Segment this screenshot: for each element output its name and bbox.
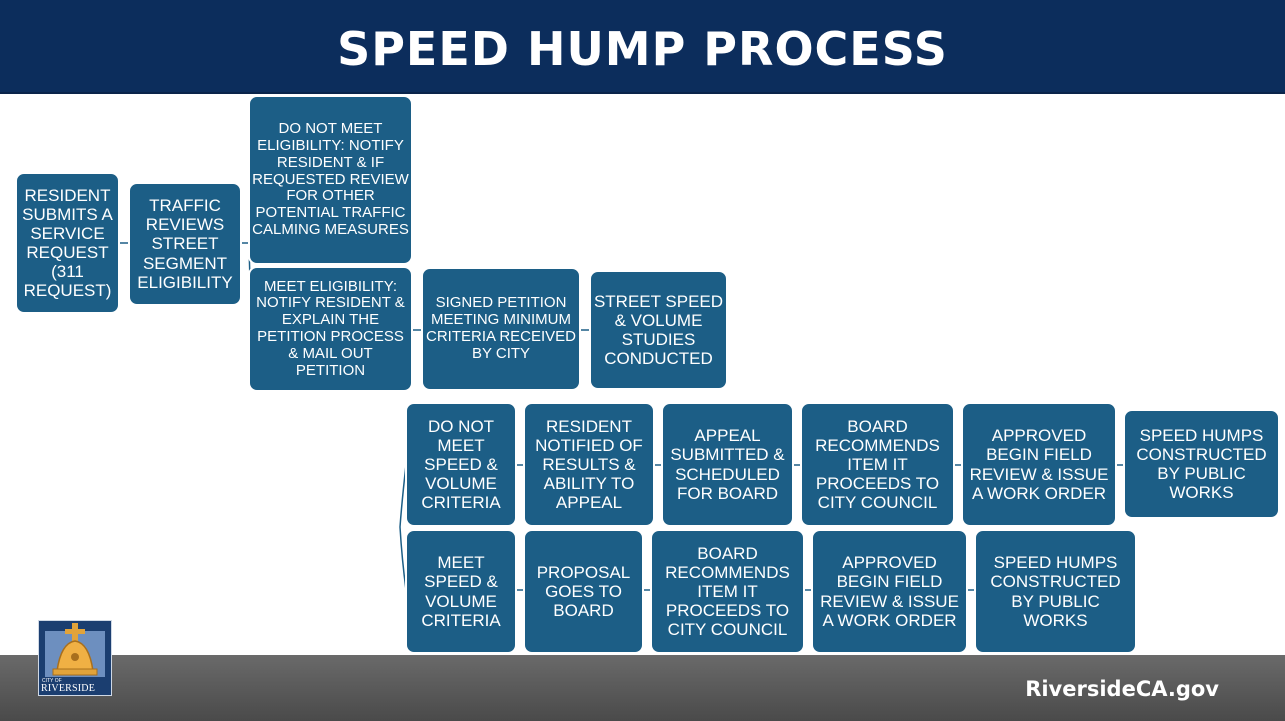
node-board-recommends-b: BOARD RECOMMENDS ITEM IT PROCEEDS TO CIT… xyxy=(650,529,805,654)
node-appeal-submitted: APPEAL SUBMITTED & SCHEDULED FOR BOARD xyxy=(661,402,794,527)
city-logo: CITY OF RIVERSIDE xyxy=(38,620,112,696)
bell-icon xyxy=(45,623,105,677)
logo-name-text: RIVERSIDE xyxy=(41,683,96,694)
footer-bar: RiversideCA.gov xyxy=(0,655,1285,721)
logo-city-text: CITY OF xyxy=(42,678,62,684)
node-proposal-board: PROPOSAL GOES TO BOARD xyxy=(523,529,644,654)
node-resident-notified: RESIDENT NOTIFIED OF RESULTS & ABILITY T… xyxy=(523,402,655,527)
node-approved-b: APPROVED BEGIN FIELD REVIEW & ISSUE A WO… xyxy=(811,529,968,654)
node-constructed-b: SPEED HUMPS CONSTRUCTED BY PUBLIC WORKS xyxy=(974,529,1137,654)
node-traffic-reviews: TRAFFIC REVIEWS STREET SEGMENT ELIGIBILI… xyxy=(128,182,242,306)
footer-url: RiversideCA.gov xyxy=(1025,677,1219,701)
page-title: SPEED HUMP PROCESS xyxy=(337,22,948,76)
header-bar: SPEED HUMP PROCESS xyxy=(0,0,1285,94)
node-meet-criteria: MEET SPEED & VOLUME CRITERIA xyxy=(405,529,517,654)
node-speed-studies: STREET SPEED & VOLUME STUDIES CONDUCTED xyxy=(589,270,728,390)
node-resident-submits: RESIDENT SUBMITS A SERVICE REQUEST (311 … xyxy=(15,172,120,314)
node-approved-a: APPROVED BEGIN FIELD REVIEW & ISSUE A WO… xyxy=(961,402,1117,527)
node-not-eligible: DO NOT MEET ELIGIBILITY: NOTIFY RESIDENT… xyxy=(248,95,413,265)
node-signed-petition: SIGNED PETITION MEETING MINIMUM CRITERIA… xyxy=(421,267,581,391)
node-board-recommends-a: BOARD RECOMMENDS ITEM IT PROCEEDS TO CIT… xyxy=(800,402,955,527)
node-eligible: MEET ELIGIBILITY: NOTIFY RESIDENT & EXPL… xyxy=(248,266,413,392)
node-constructed-a: SPEED HUMPS CONSTRUCTED BY PUBLIC WORKS xyxy=(1123,409,1280,519)
node-not-meet-criteria: DO NOT MEET SPEED & VOLUME CRITERIA xyxy=(405,402,517,527)
